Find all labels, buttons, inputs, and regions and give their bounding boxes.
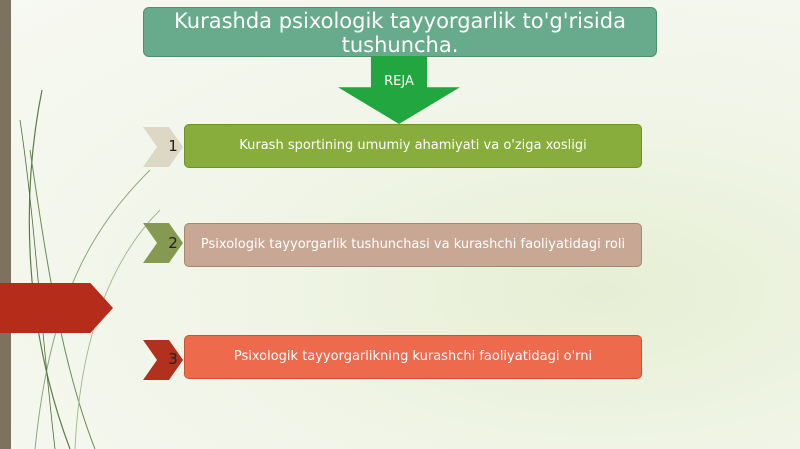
chevron-number-2: 2: [168, 234, 178, 252]
slide-title: Kurashda psixologik tayyorgarlik to'g'ri…: [143, 7, 657, 57]
chevron-number-1: 1: [168, 137, 178, 155]
plan-item-3: Psixologik tayyorgarlikning kurashchi fa…: [184, 335, 642, 379]
left-decorative-bar: [0, 0, 11, 449]
decorative-red-arrow: [0, 283, 113, 333]
chevron-number-3: 3: [168, 350, 178, 368]
decorative-stems: [19, 89, 161, 449]
plan-item-1-text: Kurash sportining umumiy ahamiyati va o'…: [239, 138, 587, 153]
reja-down-arrow: [338, 56, 460, 124]
plan-item-2: Psixologik tayyorgarlik tushunchasi va k…: [184, 223, 642, 267]
reja-label: REJA: [384, 74, 414, 89]
plan-item-2-text: Psixologik tayyorgarlik tushunchasi va k…: [200, 237, 626, 252]
plan-item-3-text: Psixologik tayyorgarlikning kurashchi fa…: [233, 349, 593, 364]
plan-item-1: Kurash sportining umumiy ahamiyati va o'…: [184, 124, 642, 168]
